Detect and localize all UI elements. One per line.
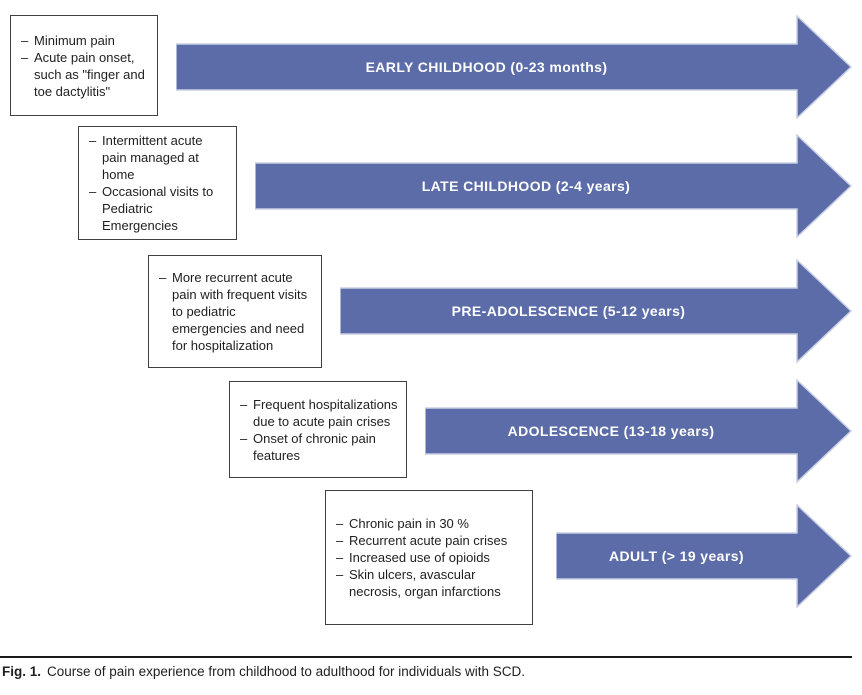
note-box-late-childhood: –Intermittent acute pain managed at home… xyxy=(78,126,237,240)
note-text: Minimum pain xyxy=(34,32,115,48)
note-list: –Minimum pain–Acute pain onset, such as … xyxy=(21,32,149,100)
note-text: Occasional visits to Pediatric Emergenci… xyxy=(102,184,214,233)
figure-caption-label: Fig. 1. xyxy=(2,664,42,679)
note-text: Onset of chronic pain features xyxy=(253,430,376,463)
stage-label-adult: ADULT (> 19 years) xyxy=(609,548,744,564)
bullet-dash-icon: – xyxy=(336,567,344,582)
figure-caption: Fig. 1. Course of pain experience from ch… xyxy=(2,663,852,681)
stage-label-early-childhood: EARLY CHILDHOOD (0-23 months) xyxy=(365,59,608,75)
stage-label-late-childhood: LATE CHILDHOOD (2-4 years) xyxy=(421,178,631,194)
right-arrow-shape xyxy=(425,379,852,483)
note-list: –Intermittent acute pain managed at home… xyxy=(89,132,228,234)
note-box-early-childhood: –Minimum pain–Acute pain onset, such as … xyxy=(10,15,158,116)
stage-label-adolescence: ADOLESCENCE (13-18 years) xyxy=(507,423,715,439)
note-text: Chronic pain in 30 % xyxy=(349,516,469,531)
note-bullet: –Frequent hospitalizations due to acute … xyxy=(240,396,398,430)
stage-arrow-early-childhood: EARLY CHILDHOOD (0-23 months) xyxy=(176,15,852,119)
bullet-dash-icon: – xyxy=(336,550,344,565)
note-bullet: –Intermittent acute pain managed at home xyxy=(89,132,228,183)
right-arrow-shape xyxy=(340,259,852,363)
stage-arrow-adolescence: ADOLESCENCE (13-18 years) xyxy=(425,379,852,483)
figure-caption-text: Course of pain experience from childhood… xyxy=(47,664,526,679)
stage-label-pre-adolescence: PRE-ADOLESCENCE (5-12 years) xyxy=(451,303,686,319)
note-text: Intermittent acute pain managed at home xyxy=(102,133,203,182)
note-bullet: –Acute pain onset, such as "finger and t… xyxy=(21,49,149,100)
note-bullet: –Onset of chronic pain features xyxy=(240,430,398,464)
bullet-dash-icon: – xyxy=(336,533,344,548)
bullet-dash-icon: – xyxy=(240,396,248,412)
note-bullet: –More recurrent acute pain with frequent… xyxy=(159,269,313,354)
bullet-dash-icon: – xyxy=(21,49,29,65)
note-box-adult: –Chronic pain in 30 %–Recurrent acute pa… xyxy=(325,490,533,625)
right-arrow-shape xyxy=(556,504,852,608)
bullet-dash-icon: – xyxy=(21,32,29,48)
stage-arrow-pre-adolescence: PRE-ADOLESCENCE (5-12 years) xyxy=(340,259,852,363)
note-list: –Frequent hospitalizations due to acute … xyxy=(240,396,398,464)
bullet-dash-icon: – xyxy=(240,430,248,446)
note-bullet: –Increased use of opioids xyxy=(336,549,524,566)
bullet-dash-icon: – xyxy=(159,270,167,285)
right-arrow-shape xyxy=(176,15,852,119)
note-text: Frequent hospitalizations due to acute p… xyxy=(253,396,398,429)
note-box-adolescence: –Frequent hospitalizations due to acute … xyxy=(229,381,407,478)
right-arrow-shape xyxy=(255,134,852,238)
note-list: –More recurrent acute pain with frequent… xyxy=(159,269,313,354)
note-text: Recurrent acute pain crises xyxy=(349,533,508,548)
note-bullet: –Recurrent acute pain crises xyxy=(336,532,524,549)
bullet-dash-icon: – xyxy=(89,133,97,148)
note-text: Skin ulcers, avascular necrosis, organ i… xyxy=(349,567,501,599)
note-box-pre-adolescence: –More recurrent acute pain with frequent… xyxy=(148,255,322,368)
caption-divider xyxy=(0,656,852,658)
note-bullet: –Skin ulcers, avascular necrosis, organ … xyxy=(336,566,524,600)
bullet-dash-icon: – xyxy=(89,184,97,199)
note-text: More recurrent acute pain with frequent … xyxy=(172,270,308,353)
bullet-dash-icon: – xyxy=(336,516,344,531)
note-bullet: –Occasional visits to Pediatric Emergenc… xyxy=(89,183,228,234)
note-list: –Chronic pain in 30 %–Recurrent acute pa… xyxy=(336,515,524,600)
note-bullet: –Chronic pain in 30 % xyxy=(336,515,524,532)
stage-arrow-adult: ADULT (> 19 years) xyxy=(556,504,852,608)
stage-arrow-late-childhood: LATE CHILDHOOD (2-4 years) xyxy=(255,134,852,238)
note-text: Acute pain onset, such as "finger and to… xyxy=(34,49,145,99)
note-text: Increased use of opioids xyxy=(349,550,490,565)
note-bullet: –Minimum pain xyxy=(21,32,149,49)
